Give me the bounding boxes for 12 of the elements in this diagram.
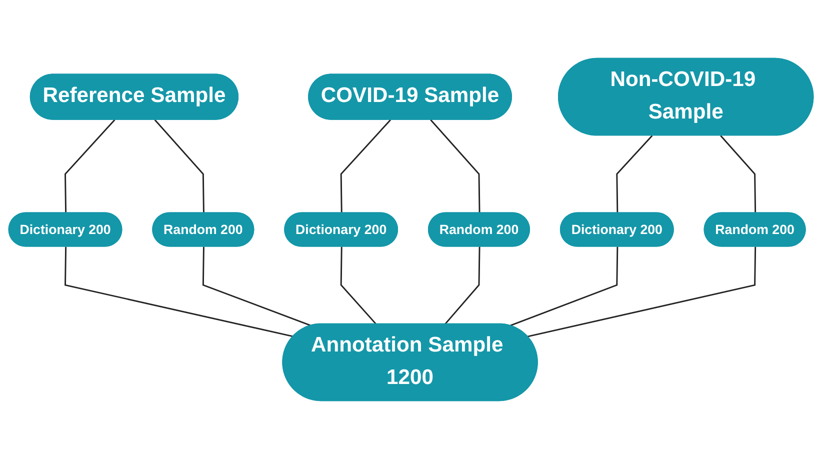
connector <box>64 119 116 214</box>
connector <box>340 246 377 325</box>
connector <box>154 119 204 214</box>
connector <box>509 246 618 326</box>
connector <box>616 135 653 214</box>
connector <box>527 246 756 338</box>
connector <box>202 246 312 326</box>
connector <box>64 246 294 338</box>
connector <box>430 119 480 214</box>
connector <box>720 135 756 214</box>
connector <box>340 119 392 214</box>
connector <box>444 246 480 325</box>
